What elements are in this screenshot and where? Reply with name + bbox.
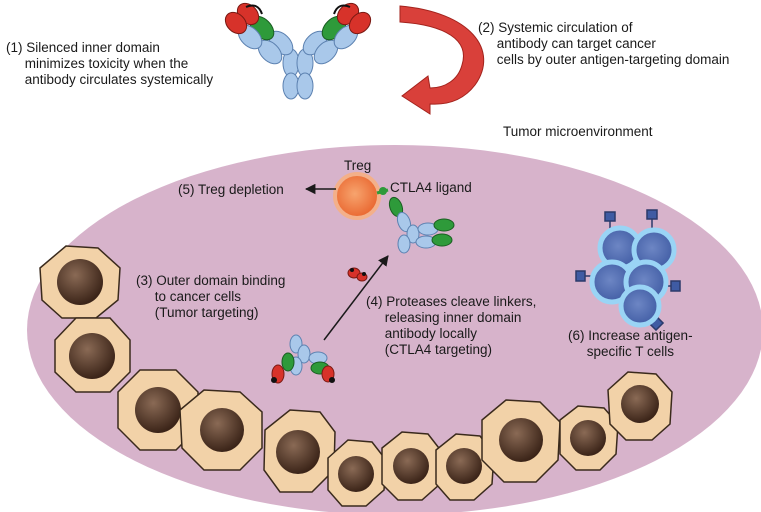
cancer-cell-icon xyxy=(263,409,336,493)
label-step1: (1) Silenced inner domain minimizes toxi… xyxy=(6,40,214,87)
label-treg: Treg xyxy=(344,158,372,173)
curved-arrow-icon xyxy=(399,5,485,115)
tcell-cluster-icon xyxy=(575,209,681,332)
cancer-cell-icon xyxy=(435,433,495,501)
label-ctla4-ligand: CTLA4 ligand xyxy=(390,180,472,195)
cancer-cell-icon xyxy=(559,405,619,471)
cancer-cell-icon xyxy=(481,399,561,483)
cancer-cell-icon xyxy=(327,439,387,507)
cancer-cell-icon xyxy=(39,245,121,319)
label-step2: (2) Systemic circulation of antibody can… xyxy=(478,20,730,67)
cancer-cell-icon xyxy=(607,371,673,441)
label-step6: (6) Increase antigen- specific T cells xyxy=(568,328,693,359)
cancer-cell-icon xyxy=(54,317,131,393)
cancer-cell-icon xyxy=(381,431,443,501)
antibody-icon xyxy=(224,2,372,100)
label-step5: (5) Treg depletion xyxy=(178,182,284,197)
cancer-cell-icon xyxy=(179,389,263,471)
cancer-cell-icon xyxy=(117,369,199,451)
released-antibody xyxy=(388,196,455,254)
treg-cell-icon xyxy=(333,172,389,220)
bound-antibody xyxy=(271,334,335,384)
label-step3: (3) Outer domain binding to cancer cells… xyxy=(136,273,286,320)
label-tumor-microenvironment: Tumor microenvironment xyxy=(503,124,653,139)
protease-icon xyxy=(347,267,368,282)
cancer-cells xyxy=(39,245,673,507)
arrow-cleavage xyxy=(323,255,389,341)
label-step4: (4) Proteases cleave linkers, releasing … xyxy=(366,294,537,357)
